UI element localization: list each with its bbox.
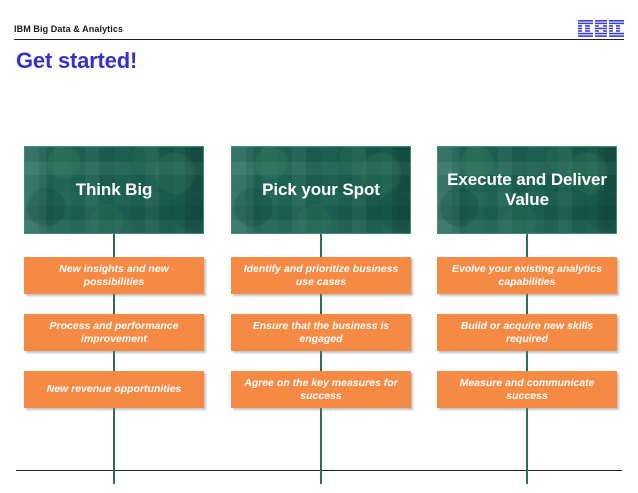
brand-label: IBM Big Data & Analytics (14, 24, 124, 34)
phase-header-label: Pick your Spot (262, 179, 380, 199)
ibm-logo-icon (578, 20, 624, 37)
phase-header-box: Pick your Spot (231, 146, 411, 234)
step-list: Evolve your existing analytics capabilit… (437, 257, 617, 408)
step-box: Process and performance improvement (24, 314, 204, 351)
phase-header-label: Execute and Deliver Value (447, 169, 607, 209)
step-box: Ensure that the business is engaged (231, 314, 411, 351)
step-box: Build or acquire new skills required (437, 314, 617, 351)
step-box: New insights and new possibilities (24, 257, 204, 294)
phase-header-box: Think Big (24, 146, 204, 234)
step-box: Identify and prioritize business use cas… (231, 257, 411, 294)
phase-header-label: Think Big (75, 179, 153, 199)
page-title: Get started! (16, 48, 138, 73)
step-list: New insights and new possibilities Proce… (24, 257, 204, 408)
flow-column: Pick your Spot Identify and prioritize b… (231, 146, 411, 484)
header-divider (14, 39, 624, 40)
step-box: Measure and communicate success (437, 371, 617, 408)
step-box: Evolve your existing analytics capabilit… (437, 257, 617, 294)
footer-divider (16, 470, 622, 471)
flow-column: Execute and Deliver Value Evolve your ex… (437, 146, 617, 484)
flow-column: Think Big New insights and new possibili… (24, 146, 204, 484)
step-box: Agree on the key measures for success (231, 371, 411, 408)
step-box: New revenue opportunities (24, 371, 204, 408)
connector-line (526, 234, 528, 484)
phase-header-box: Execute and Deliver Value (437, 146, 617, 234)
step-list: Identify and prioritize business use cas… (231, 257, 411, 408)
connector-line (320, 234, 322, 484)
connector-line (113, 234, 115, 484)
